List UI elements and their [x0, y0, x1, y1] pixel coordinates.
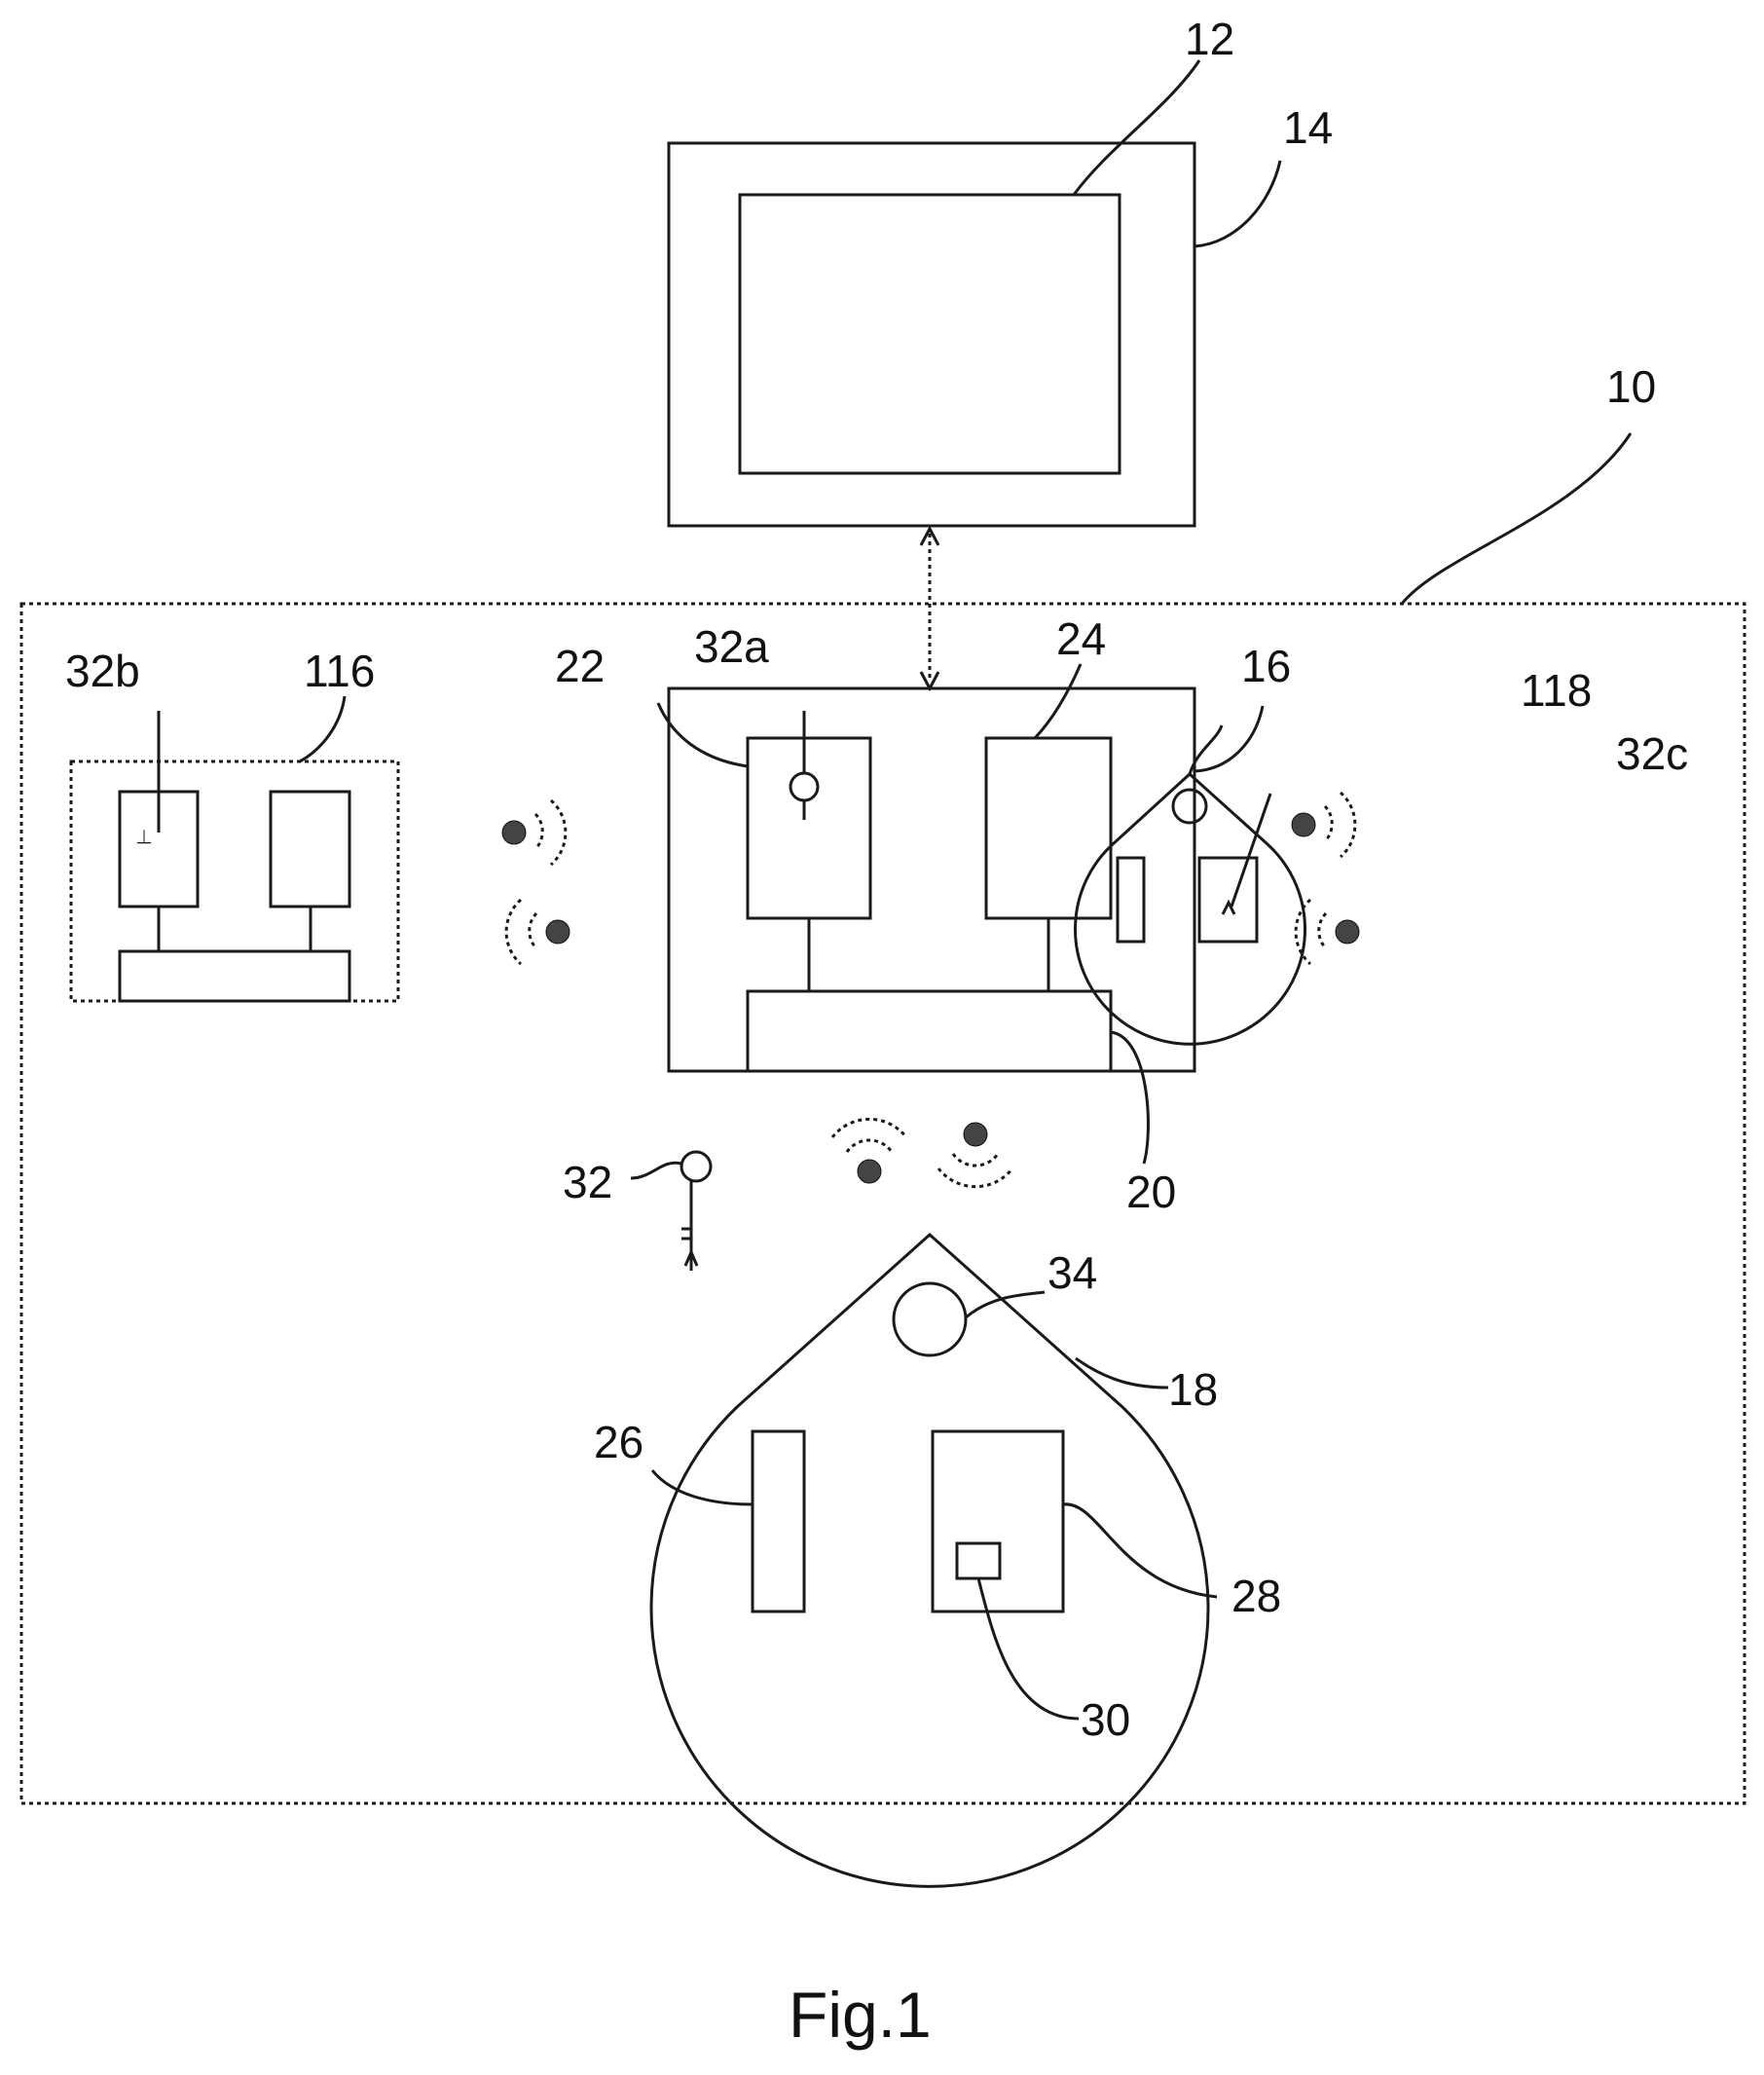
- label-12: 12: [1185, 14, 1234, 64]
- robot-sensor: [892, 1281, 968, 1357]
- right-device-body: [1074, 771, 1306, 1046]
- signal-left-lower: [504, 898, 570, 966]
- left-device-right-module: [269, 790, 351, 908]
- signal-right-upper: [1291, 791, 1357, 859]
- hub-key-icon: [789, 771, 820, 802]
- link-arrow-head-top: [919, 525, 940, 546]
- hub-right-module: [984, 736, 1113, 920]
- label-30: 30: [1081, 1694, 1130, 1745]
- hub-base: [746, 989, 1113, 1073]
- hub-left-module: [746, 736, 872, 920]
- label-24: 24: [1056, 613, 1106, 664]
- left-device-box: [69, 760, 400, 1003]
- robot-left-module: [751, 1429, 806, 1613]
- leader-lines: [157, 59, 1633, 1721]
- label-18: 18: [1168, 1364, 1218, 1415]
- system-boundary: [19, 602, 1746, 1805]
- label-118: 118: [1521, 665, 1592, 716]
- robot-right-module: [931, 1429, 1065, 1613]
- label-20: 20: [1126, 1167, 1176, 1217]
- label-26: 26: [594, 1417, 643, 1467]
- right-device-sensor: [1171, 788, 1208, 825]
- signal-bottom-right: [937, 1122, 1014, 1189]
- label-34: 34: [1047, 1247, 1097, 1298]
- right-key-glyph: [1221, 899, 1236, 915]
- signal-right-lower: [1294, 898, 1360, 966]
- label-32: 32: [563, 1157, 612, 1207]
- figure-caption: Fig.1: [789, 1979, 932, 2051]
- key-icon: [680, 1150, 713, 1271]
- label-28: 28: [1231, 1571, 1281, 1621]
- label-10: 10: [1606, 361, 1656, 412]
- monitor-outer-box: [667, 141, 1196, 528]
- right-device-left-module: [1116, 856, 1146, 944]
- right-device-right-module: [1197, 856, 1259, 944]
- label-16: 16: [1241, 641, 1291, 691]
- label-32a: 32a: [694, 621, 769, 672]
- left-key-glyph: ⊢: [134, 829, 156, 845]
- label-32c: 32c: [1616, 728, 1688, 779]
- monitor-screen: [738, 193, 1121, 475]
- signal-left-upper: [501, 798, 568, 867]
- label-14: 14: [1283, 102, 1333, 153]
- signal-bottom-left: [830, 1117, 908, 1184]
- robot-body: [649, 1232, 1210, 1888]
- left-device-base: [118, 949, 351, 1003]
- label-116: 116: [304, 646, 375, 696]
- robot-chip: [955, 1541, 1002, 1580]
- label-22: 22: [555, 641, 605, 691]
- label-32b: 32b: [65, 646, 140, 696]
